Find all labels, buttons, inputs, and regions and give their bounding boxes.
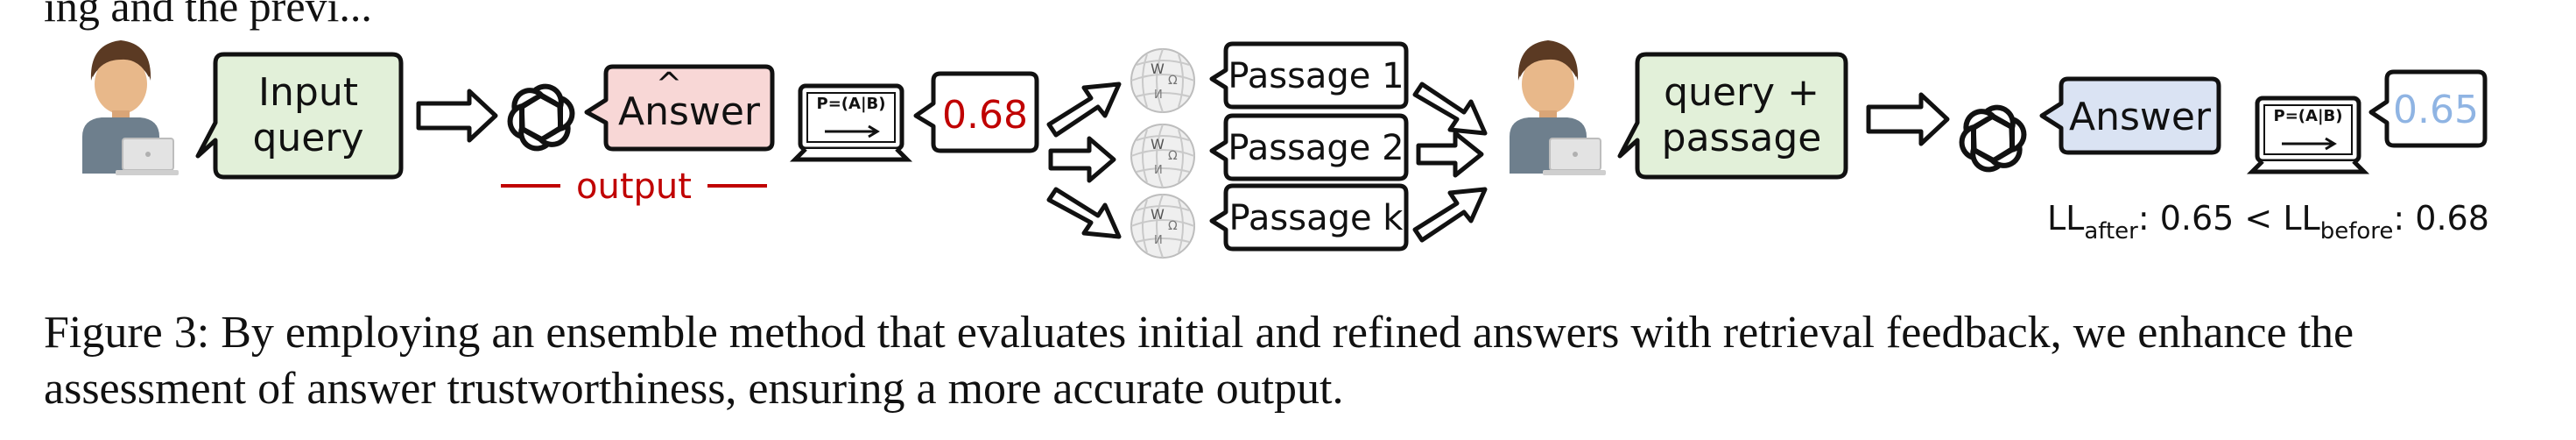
- ll-after-main: LL: [2047, 199, 2084, 238]
- query-passage-line-1: query +: [1664, 70, 1819, 115]
- input-query-line-1: Input: [258, 70, 358, 115]
- output-marker: output: [501, 167, 767, 207]
- passage-2-label: Passage 2: [1228, 128, 1404, 168]
- ll-after-value: : 0.65 <: [2138, 199, 2284, 238]
- answer-hat: ^: [656, 67, 682, 103]
- arrows-to-passages: [1046, 82, 1122, 239]
- passage-bubble-k: Passage k: [1209, 183, 1409, 252]
- query-passage-bubble: query + passage: [1617, 52, 1848, 180]
- answer-bubble-red: Answer ^: [584, 64, 775, 152]
- ll-after-sub: after: [2084, 218, 2138, 245]
- score-bubble-1: 0.68: [913, 71, 1039, 153]
- arrows-from-passages: [1412, 82, 1488, 243]
- wikipedia-icon-2: [1130, 124, 1195, 188]
- ll-before-value: : 0.68: [2393, 199, 2489, 238]
- answer-bubble-blue: Answer: [2039, 76, 2221, 155]
- probability-monitor-1: P=(A|B): [795, 86, 907, 160]
- user-avatar-1: [81, 39, 179, 176]
- caption-text: By employing an ensemble method that eva…: [44, 308, 2354, 414]
- input-query-bubble: Input query: [195, 52, 404, 180]
- input-query-line-2: query: [252, 116, 363, 160]
- wikipedia-icon-3: [1130, 194, 1195, 259]
- passage-k-label: Passage k: [1229, 198, 1404, 238]
- wikipedia-icon-1: [1130, 48, 1195, 113]
- arrow-right-2: [1866, 92, 1950, 146]
- probability-monitor-2: P=(A|B): [2252, 98, 2364, 172]
- score-value-2: 0.65: [2393, 88, 2479, 132]
- openai-logo-1: [504, 85, 578, 151]
- score-bubble-2: 0.65: [2368, 69, 2488, 148]
- ll-comparison: LLafter: 0.65 < LLbefore: 0.68: [2047, 199, 2489, 245]
- passage-bubble-2: Passage 2: [1209, 113, 1409, 181]
- arrow-right-1: [416, 89, 498, 143]
- cut-off-text: ing and the previ...: [44, 0, 372, 31]
- ll-before-main: LL: [2283, 199, 2319, 238]
- prob-label-1: P=(A|B): [817, 95, 886, 113]
- query-passage-line-2: passage: [1662, 116, 1822, 160]
- figure-caption: Figure 3: By employing an ensemble metho…: [44, 305, 2548, 417]
- answer-label-1: Answer: [618, 89, 761, 134]
- user-avatar-2: [1509, 39, 1607, 176]
- answer-label-2: Answer: [2069, 95, 2212, 139]
- passage-bubble-1: Passage 1: [1209, 41, 1409, 110]
- passage-1-label: Passage 1: [1228, 56, 1404, 96]
- caption-label: Figure 3:: [44, 308, 210, 358]
- prob-label-2: P=(A|B): [2274, 107, 2343, 125]
- output-label: output: [576, 167, 692, 207]
- score-value-1: 0.68: [942, 93, 1028, 138]
- openai-logo-2: [1956, 106, 2030, 172]
- ll-before-sub: before: [2320, 218, 2394, 245]
- figure-diagram: W Ω И Input query Answer ^: [81, 39, 2489, 259]
